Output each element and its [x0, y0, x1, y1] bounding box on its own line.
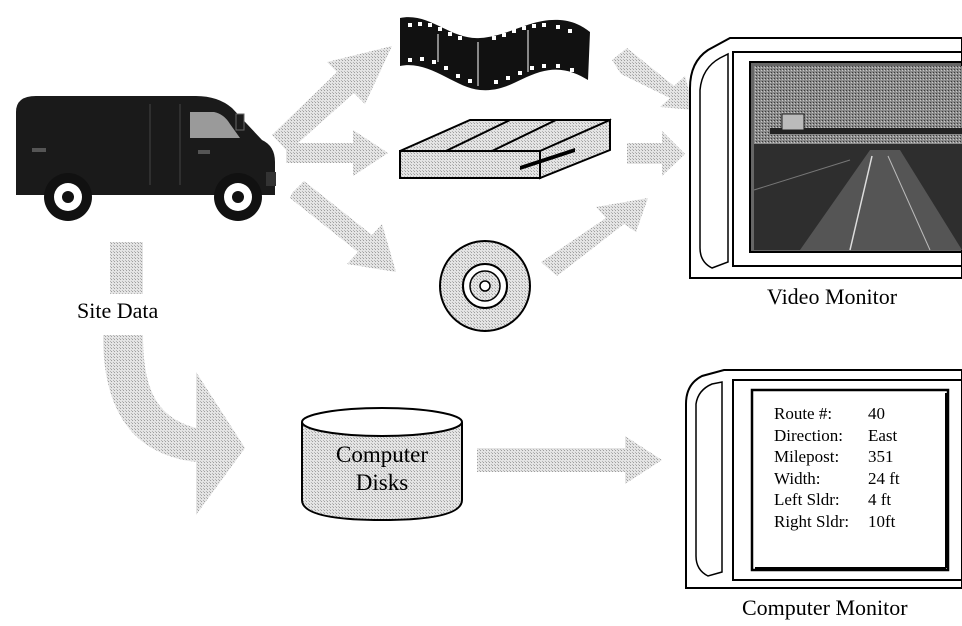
compact-disc-icon [439, 240, 531, 332]
van-icon [16, 96, 276, 221]
readout-label: Route #: [774, 404, 833, 423]
readout-label: Left Sldr: [774, 490, 840, 509]
readout-value: 4 ft [868, 490, 892, 509]
readout-row: Left Sldr: 4 ft [774, 489, 900, 511]
arrow-site-data-down [103, 242, 245, 515]
readout-value: East [868, 425, 898, 445]
screen-readout: Route #: 40 Direction: East Milepost: 35… [774, 403, 900, 532]
disk-cylinder-icon [301, 407, 463, 522]
computer-monitor-label: Computer Monitor [742, 595, 908, 620]
arrow-van-to-disc [290, 181, 396, 272]
readout-row: Width: 24 ft [774, 468, 900, 490]
readout-value: 10ft [868, 511, 896, 531]
readout-label: Width: [774, 468, 821, 488]
arrow-van-to-film [272, 46, 392, 152]
site-data-label: Site Data [77, 298, 159, 323]
readout-value: 40 [868, 404, 885, 423]
computer-disks-line2: Disks [355, 470, 409, 495]
readout-value: 351 [868, 447, 894, 466]
readout-row: Direction: East [774, 425, 900, 447]
readout-row: Milepost: 351 [774, 446, 900, 468]
readout-row: Right Sldr: 10ft [774, 511, 900, 533]
video-tape-icon [399, 118, 612, 180]
computer-disks-label: Computer Disks [302, 441, 462, 497]
readout-label: Milepost: [774, 447, 840, 466]
arrow-tape-to-monitor [627, 131, 685, 176]
arrow-disks-to-computer-monitor [477, 436, 662, 484]
video-monitor-label: Video Monitor [767, 284, 898, 309]
arrow-van-to-tape [286, 130, 388, 176]
readout-row: Route #: 40 [774, 403, 900, 425]
arrow-film-to-monitor [612, 48, 694, 110]
computer-monitor-icon [685, 369, 962, 589]
readout-label: Right Sldr: [774, 511, 850, 531]
readout-value: 24 ft [868, 468, 900, 488]
film-strip-icon [400, 17, 590, 91]
readout-label: Direction: [774, 425, 843, 445]
video-monitor-icon [689, 37, 962, 279]
arrow-disc-to-monitor [541, 198, 648, 276]
computer-disks-line1: Computer [336, 442, 428, 467]
